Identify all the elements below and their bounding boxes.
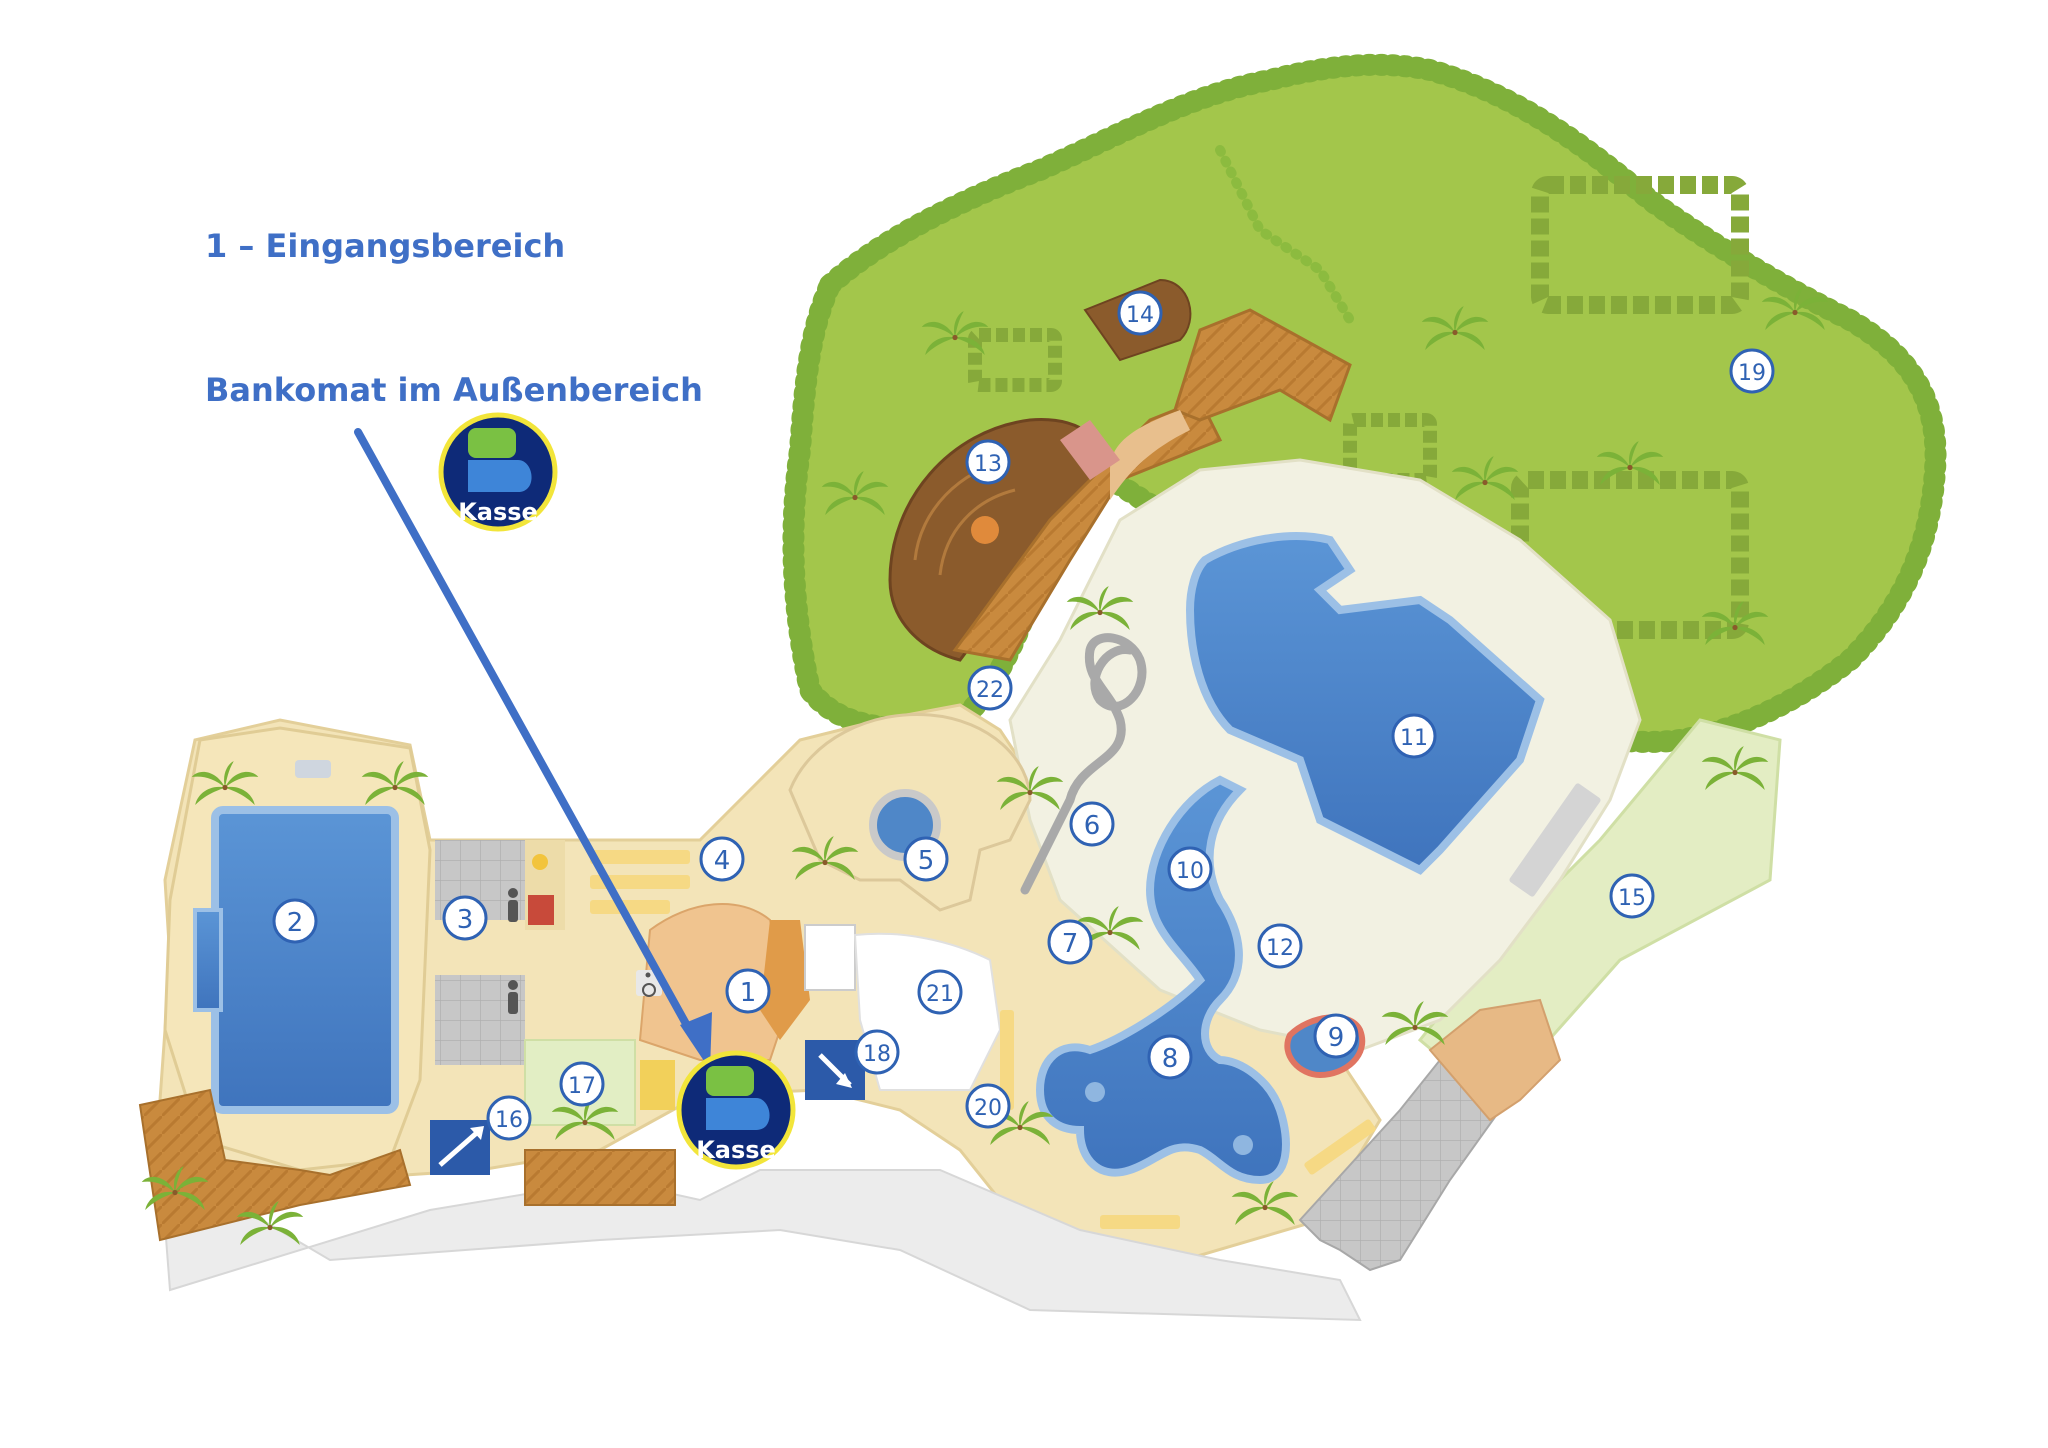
zone-number: 16 bbox=[495, 1108, 523, 1133]
area-title: 1 – Eingangsbereich bbox=[205, 227, 566, 265]
zone-marker-20[interactable]: 20 bbox=[965, 1083, 1011, 1129]
zone-marker-17[interactable]: 17 bbox=[559, 1061, 605, 1107]
zone-number: 21 bbox=[926, 982, 954, 1007]
deck-walkway bbox=[952, 308, 1352, 662]
zone-marker-7[interactable]: 7 bbox=[1047, 919, 1093, 965]
building-3 bbox=[435, 840, 565, 1065]
water-slide-6 bbox=[1020, 633, 1147, 895]
person-icon bbox=[508, 888, 518, 1014]
lounger-rows bbox=[590, 783, 1601, 1229]
kasse-label: Kasse bbox=[458, 498, 538, 526]
zone-number: 5 bbox=[918, 846, 935, 876]
atm-note: Bankomat im Außenbereich bbox=[205, 371, 703, 409]
zone-number: 3 bbox=[457, 905, 474, 935]
zone-marker-12[interactable]: 12 bbox=[1257, 923, 1303, 969]
zone-marker-16[interactable]: 16 bbox=[486, 1095, 532, 1141]
pool-5 bbox=[788, 712, 1032, 912]
zone-number: 11 bbox=[1400, 726, 1428, 751]
zone-number: 2 bbox=[287, 908, 304, 938]
zone-number: 15 bbox=[1618, 886, 1646, 911]
zone-number: 8 bbox=[1162, 1044, 1179, 1074]
zone-marker-1[interactable]: 1 bbox=[725, 968, 771, 1014]
zone-marker-4[interactable]: 4 bbox=[699, 836, 745, 882]
zone-number: 18 bbox=[863, 1042, 891, 1067]
zone-number: 13 bbox=[974, 452, 1002, 477]
zone-marker-22[interactable]: 22 bbox=[967, 665, 1013, 711]
zone-marker-3[interactable]: 3 bbox=[442, 895, 488, 941]
kasse-marker[interactable]: Kasse bbox=[676, 1050, 796, 1170]
area-17-sun bbox=[640, 1060, 675, 1110]
zone-marker-11[interactable]: 11 bbox=[1391, 713, 1437, 759]
zone-number: 9 bbox=[1328, 1023, 1345, 1053]
stairs-icon bbox=[430, 1120, 490, 1175]
zone-marker-2[interactable]: 2 bbox=[272, 898, 318, 944]
building-right bbox=[1298, 1058, 1502, 1272]
zone-number: 20 bbox=[974, 1096, 1002, 1121]
zone-marker-19[interactable]: 19 bbox=[1729, 348, 1775, 394]
zone-number: 22 bbox=[976, 678, 1004, 703]
zone-marker-13[interactable]: 13 bbox=[965, 439, 1011, 485]
zone-markers: 1 2 3 4 5 6 7 8 9 10 11 12 13 14 15 16 1… bbox=[272, 290, 1775, 1141]
lounge-deck-left bbox=[138, 1088, 676, 1242]
zone-marker-10[interactable]: 10 bbox=[1167, 846, 1213, 892]
zone-marker-14[interactable]: 14 bbox=[1117, 290, 1163, 336]
zone-marker-8[interactable]: 8 bbox=[1147, 1034, 1193, 1080]
zone-marker-6[interactable]: 6 bbox=[1069, 801, 1115, 847]
zone-marker-9[interactable]: 9 bbox=[1313, 1013, 1359, 1059]
pool-2 bbox=[163, 726, 432, 1172]
pool-10-8 bbox=[1035, 775, 1290, 1185]
zone-number: 17 bbox=[568, 1074, 596, 1099]
zone-number: 10 bbox=[1176, 859, 1204, 884]
kasse-logo-legend: Kasse bbox=[438, 412, 558, 532]
zone-marker-5[interactable]: 5 bbox=[903, 836, 949, 882]
zone-marker-15[interactable]: 15 bbox=[1609, 873, 1655, 919]
zone-marker-18[interactable]: 18 bbox=[854, 1029, 900, 1075]
zone-number: 19 bbox=[1738, 361, 1766, 386]
zone-number: 14 bbox=[1126, 303, 1154, 328]
pointer-arrow bbox=[354, 428, 712, 1070]
b-logo-icon bbox=[706, 1066, 770, 1130]
b-logo-icon bbox=[468, 428, 532, 492]
kasse-label: Kasse bbox=[696, 1136, 776, 1164]
zone-number: 12 bbox=[1266, 936, 1294, 961]
zone-number: 4 bbox=[714, 846, 731, 876]
pool-11 bbox=[1185, 532, 1545, 875]
zone-number: 6 bbox=[1084, 811, 1101, 841]
zone-marker-21[interactable]: 21 bbox=[917, 969, 963, 1015]
garden-walk bbox=[1428, 998, 1562, 1122]
zone-number: 7 bbox=[1062, 929, 1079, 959]
zone-number: 1 bbox=[740, 978, 757, 1008]
